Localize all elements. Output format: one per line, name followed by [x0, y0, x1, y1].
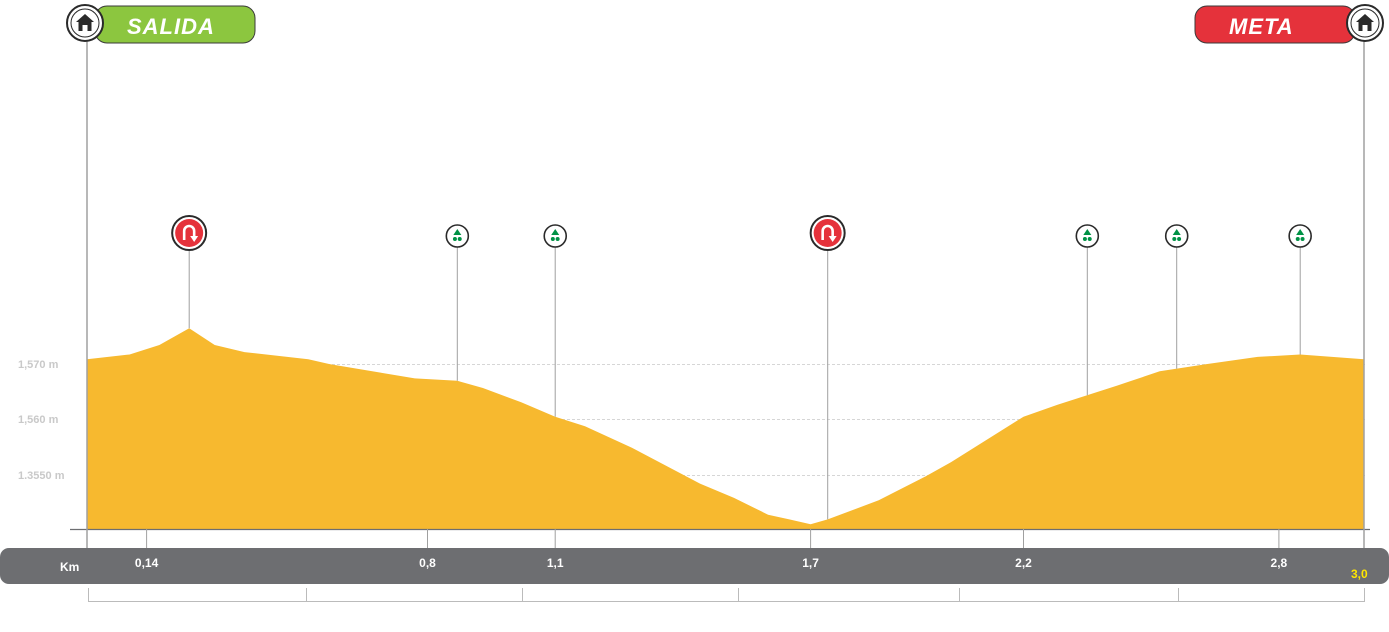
final-km-label: 3,0: [1351, 567, 1368, 581]
elevation-area: [87, 328, 1364, 529]
start-label: SALIDA: [127, 14, 215, 39]
km-unit-label: Km: [60, 560, 79, 574]
km-axis-bar: [0, 548, 1389, 584]
x-tick-label: 2,2: [1015, 556, 1032, 570]
x-tick-label: 1,7: [802, 556, 819, 570]
y-tick-label: 1,570 m: [18, 359, 59, 371]
feed-zone-icon: [445, 224, 470, 248]
y-tick-label: 1,560 m: [18, 414, 59, 426]
feed-zone-icon: [1075, 224, 1100, 248]
x-tick-label: 0,8: [419, 556, 436, 570]
x-tick-label: 0,14: [135, 556, 159, 570]
x-tick-label: 1,1: [547, 556, 564, 570]
x-tick-labels: 0,14 0,8 1,1 1,7 2,2 2,8: [135, 529, 1288, 570]
feed-zone-icon: [1164, 224, 1189, 248]
feed-zone-icon: [1288, 224, 1312, 248]
distance-bracket: [88, 588, 1365, 602]
home-icon: [66, 4, 104, 42]
u-turn-icon: [171, 215, 208, 251]
y-tick-label: 1.3550 m: [18, 470, 65, 482]
feed-zone-icon: [543, 224, 568, 248]
home-icon: [1346, 4, 1384, 42]
finish-label: META: [1229, 14, 1294, 39]
u-turn-icon: [809, 215, 846, 251]
start-badge: SALIDA: [66, 4, 256, 44]
markers-layer: [171, 215, 1312, 520]
x-tick-label: 2,8: [1271, 556, 1288, 570]
finish-badge: META: [1194, 4, 1384, 44]
